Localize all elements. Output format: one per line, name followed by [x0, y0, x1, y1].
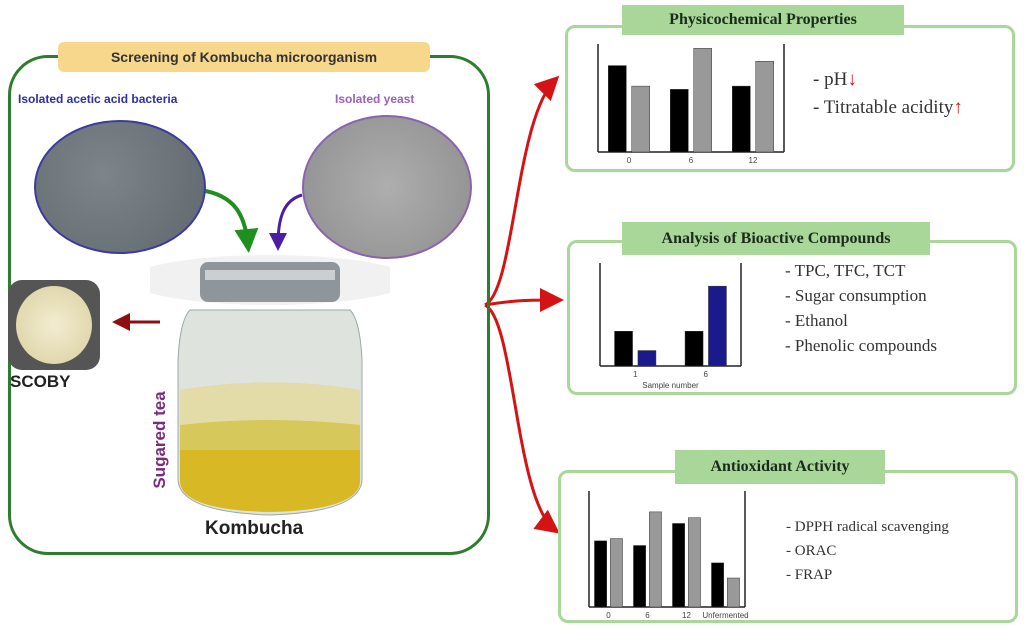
bar-frap — [649, 511, 662, 608]
antioxidant-title: Antioxidant Activity — [675, 450, 885, 484]
bar-frap — [727, 577, 740, 608]
antioxidant-list: - DPPH radical scavenging - ORAC - FRAP — [786, 515, 949, 587]
physicochemical-list: - pH↓ - Titratable acidity↑ — [813, 66, 963, 122]
bar-acetic-acid — [708, 285, 727, 367]
kombucha-jar — [150, 255, 390, 516]
bar-gluconic-acid — [684, 330, 704, 367]
x-tick-label: 6 — [704, 370, 709, 379]
bar-gluconic-acid — [614, 330, 633, 367]
list-item: - Phenolic compounds — [785, 336, 938, 355]
scoby-image — [8, 280, 100, 370]
physicochemical-title: Physicochemical Properties — [622, 5, 904, 35]
bar-ta — [693, 48, 712, 153]
list-item: - FRAP — [786, 567, 833, 583]
yeast-micrograph — [302, 115, 472, 259]
bar-dpph — [633, 545, 646, 608]
bar-acetic-acid — [637, 350, 657, 367]
x-tick-label: 6 — [689, 156, 694, 165]
bioactive-list: - TPC, TFC, TCT - Sugar consumption - Et… — [785, 258, 937, 358]
antioxidant-chart: 0 6 12 Unfermented — [588, 491, 749, 620]
bar-ph — [670, 89, 689, 153]
bar-frap — [688, 517, 701, 608]
bacteria-label: Isolated acetic acid bacteria — [18, 92, 178, 106]
x-tick-label: Unfermented — [702, 611, 748, 620]
physicochemical-panel: 0 6 12 - pH↓ - Titratable acidity↑ — [565, 25, 1015, 172]
bacteria-micrograph — [34, 120, 206, 254]
list-item: - Ethanol — [785, 311, 848, 330]
x-tick-label: 12 — [682, 611, 691, 620]
yeast-label: Isolated yeast — [335, 92, 415, 106]
sugared-tea-label: Sugared tea — [150, 391, 169, 489]
bar-dpph — [711, 562, 724, 608]
list-item: - ORAC — [786, 543, 837, 559]
list-item-titratable-acidity: - Titratable acidity↑ — [813, 97, 963, 118]
x-tick-label: 1 — [633, 370, 638, 379]
physicochemical-chart: 0 6 12 — [597, 44, 785, 165]
x-tick-label: 6 — [645, 611, 650, 620]
bar-ta — [631, 85, 650, 153]
bar-dpph — [594, 540, 607, 608]
scoby-label: SCOBY — [10, 372, 71, 391]
kombucha-label: Kombucha — [205, 518, 304, 539]
list-item-ph: - pH↓ — [813, 69, 857, 90]
x-tick-label: 0 — [606, 611, 611, 620]
bar-dpph — [672, 523, 685, 608]
list-item: - DPPH radical scavenging — [786, 519, 949, 535]
bar-frap — [610, 538, 623, 608]
list-item: - Sugar consumption — [785, 286, 927, 305]
screening-title: Screening of Kombucha microorganism — [58, 42, 430, 72]
x-tick-label: 0 — [627, 156, 632, 165]
antioxidant-panel: 0 6 12 Unfermented - DPPH radical scavengin… — [558, 470, 1018, 623]
bar-ph — [608, 65, 627, 153]
bioactive-title: Analysis of Bioactive Compounds — [622, 222, 930, 255]
list-item: - TPC, TFC, TCT — [785, 261, 906, 280]
x-tick-label: 12 — [749, 156, 758, 165]
bar-ta — [755, 61, 774, 153]
bar-ph — [732, 85, 751, 153]
x-axis-label: Sample number — [642, 381, 699, 390]
